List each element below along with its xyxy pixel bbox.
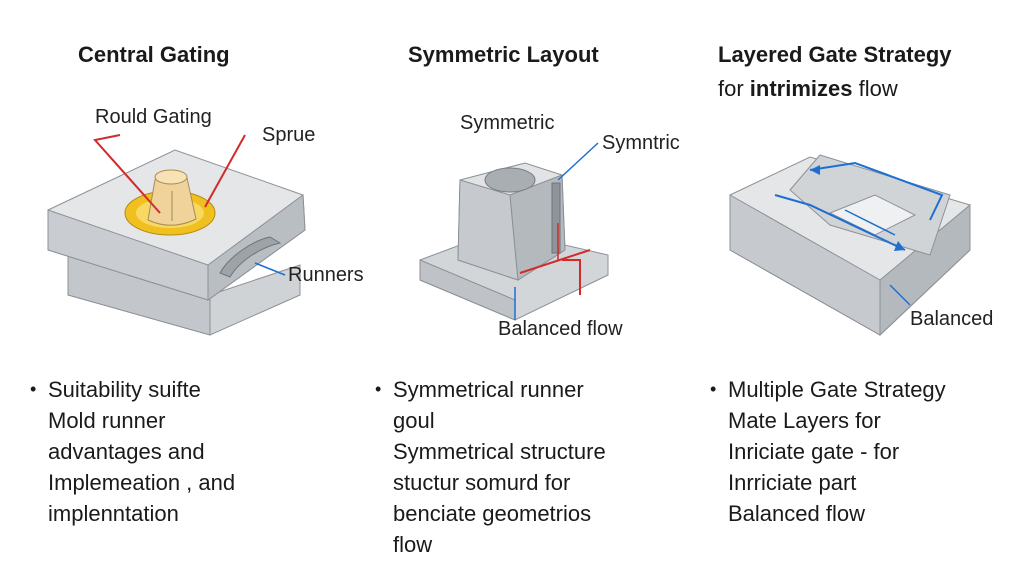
bullet-dot: • [30,379,37,399]
subtitle-post: flow [852,76,898,101]
callout-symmetric: Symmetric [460,112,555,134]
panel-layered-gate-strategy: Layered Gate Strategy for intrimizes flo… [680,0,1020,576]
callout-sprue: Sprue [262,124,316,146]
callout-runners: Runners [288,264,364,286]
symntric-leader [557,142,599,181]
bullet-line: Implemeation , and [48,470,236,495]
flow-arrow-bottom [774,194,906,251]
bullet-line: stuctur somurd for [393,470,571,495]
callout-rould-gating: Rould Gating [95,106,212,128]
tower-hole [484,167,536,193]
red-arrow-h [519,249,591,274]
bullet-line: benciate geometrios [393,501,592,526]
bullet-line: Multiple Gate Strategy [728,377,946,402]
runners-leader [254,262,286,276]
bullet-line: flow [393,532,433,557]
subtitle-pre: for [718,76,750,101]
red-arrow-v [562,259,581,295]
red-arrow-left [93,134,161,214]
callout-balanced: Balanced [910,308,994,330]
runner-slot [219,236,282,278]
balanced-leader [889,284,911,306]
subtitle-bold: intrimizes [749,76,853,101]
flow-arrow-center [844,209,896,236]
bullet-line: Mold runner [48,408,166,433]
red-arrow-right [204,134,246,208]
bullet-line: Symmetrical runner [393,377,584,402]
bullet-list: • Suitability suifte Mold runner advanta… [30,374,236,529]
sprue-top [154,169,188,185]
mold-body-right [879,203,971,337]
bullet-line: advantages and [48,439,205,464]
bullet-list: • Multiple Gate Strategy Mate Layers for… [710,374,946,529]
bullet-dot: • [710,379,717,399]
panel-symmetric-layout: Symmetric Layout Symmetric Symntric Bala… [340,0,680,576]
bullet-line: Inrriciate part [728,470,857,495]
bullet-line: Symmetrical structure [393,439,606,464]
bullet-line: Mate Layers for [728,408,881,433]
panel-title: Central Gating [78,42,230,67]
callout-balanced-flow: Balanced flow [498,318,623,340]
bullet-dot: • [375,379,382,399]
bullet-line: Suitability suifte [48,377,201,402]
bullet-line: goul [393,408,435,433]
central-gating-diagram [47,134,306,336]
bullet-line: Balanced flow [728,501,865,526]
layered-gate-diagram [729,154,971,337]
bullet-list: • Symmetrical runner goul Symmetrical st… [375,374,606,560]
panel-title: Layered Gate Strategy [718,42,952,67]
callout-symntric: Symntric [602,132,680,154]
panel-subtitle: for intrimizes flow [718,76,898,102]
tower-slot [551,182,561,254]
symmetric-layout-diagram [419,142,609,321]
panel-title: Symmetric Layout [408,42,599,67]
bullet-line: Inriciate gate - for [728,439,900,464]
bullet-line: implenntation [48,501,179,526]
tower-right [509,174,566,281]
panel-central-gating: Central Gating Rould Gating Sprue Runner… [0,0,364,576]
flow-arrow-top [809,161,944,221]
